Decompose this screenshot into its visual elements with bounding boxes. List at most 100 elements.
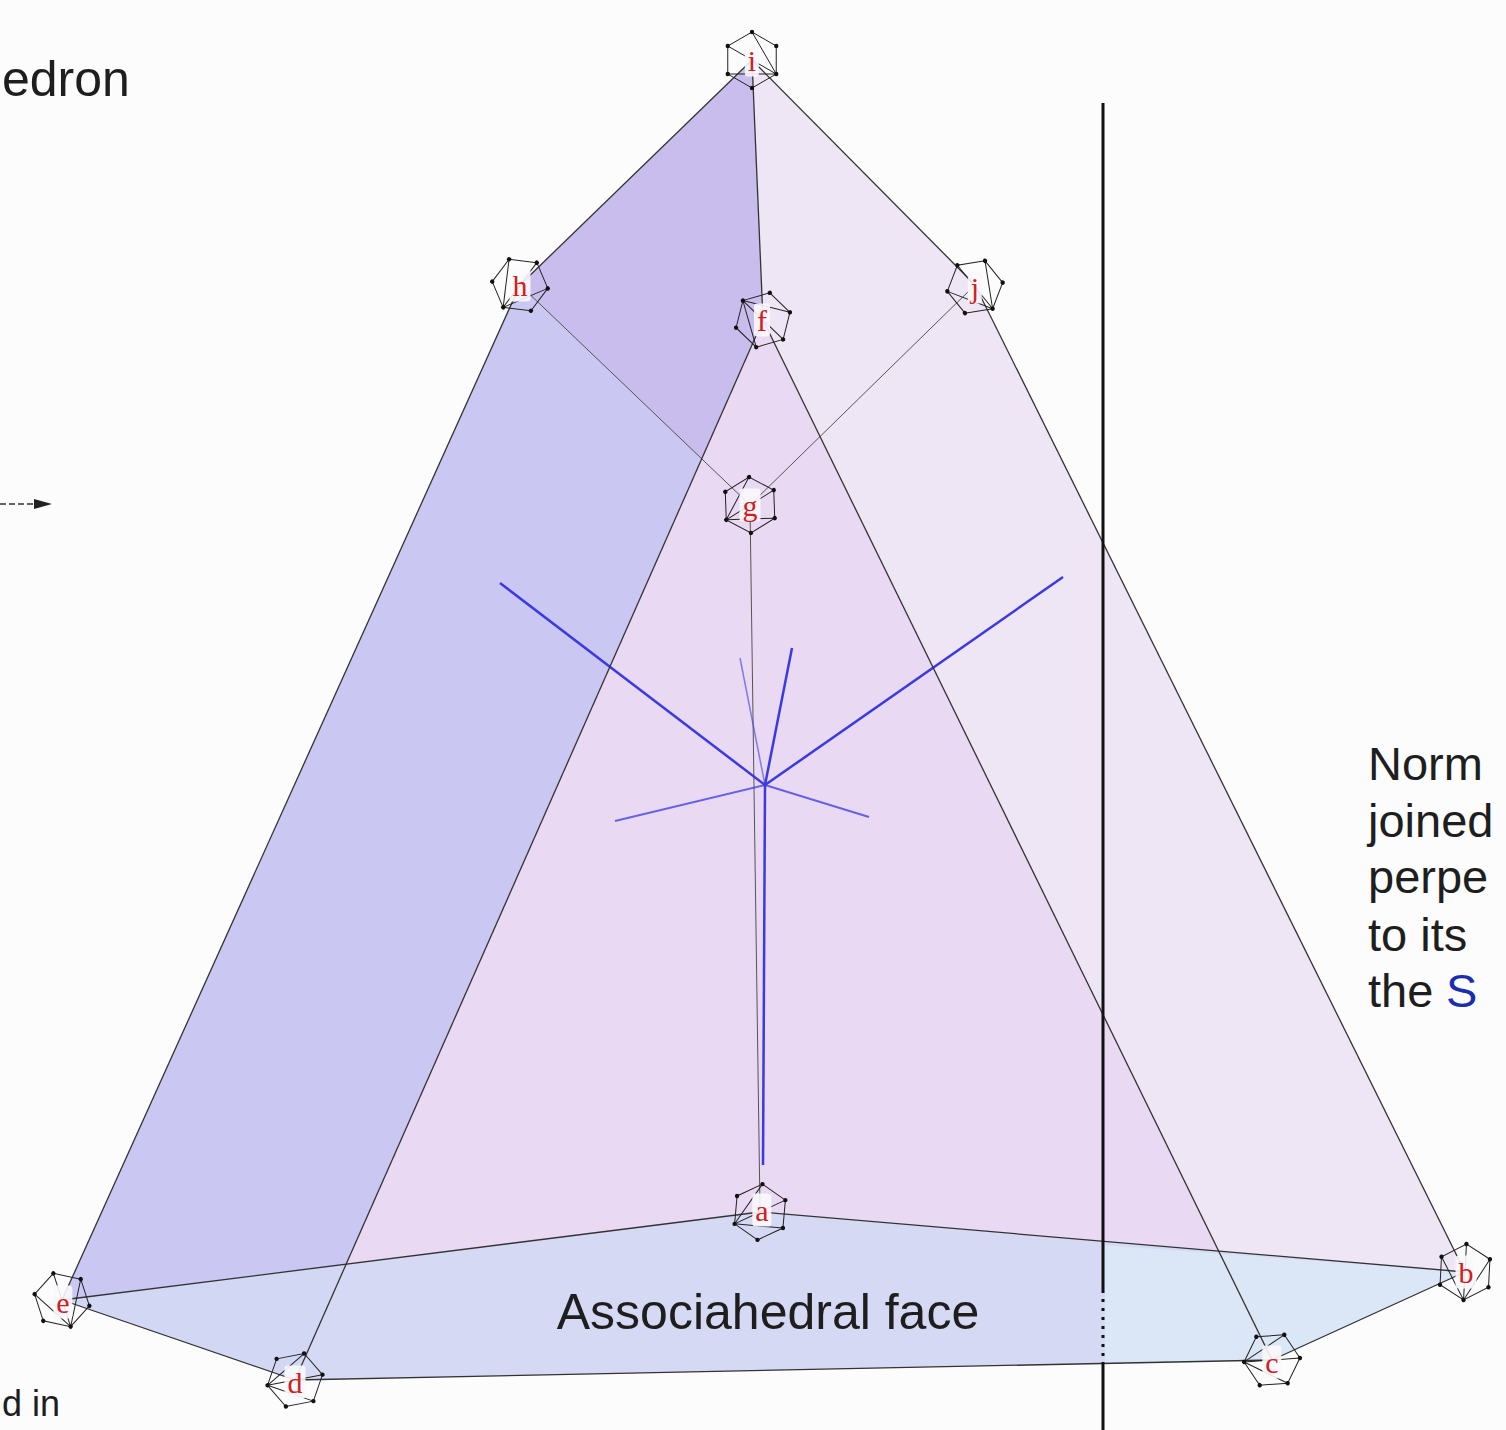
note-line: perpe	[1368, 851, 1488, 903]
polygon-vertex	[32, 1291, 38, 1297]
polygon-outline	[263, 1351, 327, 1409]
vertex-icon	[481, 245, 560, 325]
polygon-outline	[1238, 1324, 1306, 1396]
polygon-vertex	[735, 1194, 740, 1199]
polygon-vertex	[68, 1324, 74, 1330]
polygon-vertex	[774, 44, 778, 48]
face-tint	[1105, 1245, 1465, 1362]
edge-line	[750, 285, 975, 505]
polygon-vertex	[771, 487, 777, 493]
edge-line	[62, 1300, 295, 1380]
polygon-vertex	[1000, 280, 1006, 286]
vertex-label: h	[510, 269, 531, 302]
polygon-vertex	[722, 489, 728, 495]
polygon-vertex	[955, 262, 961, 268]
vertex-label: j	[968, 271, 982, 304]
vertex-label: b	[1456, 1256, 1477, 1289]
vertex-icon	[710, 467, 789, 544]
polygon-vertex	[754, 344, 759, 349]
polygon-vertex	[774, 72, 778, 76]
polygon-vertex	[1253, 1334, 1259, 1340]
polygon-vertex	[506, 256, 512, 262]
polygon-vertex	[732, 1221, 737, 1226]
cut-line-solid	[1102, 1362, 1105, 1430]
note-line: the	[1368, 965, 1433, 1017]
vertex-label: f	[754, 304, 770, 337]
polygon-diagonal	[1244, 1337, 1300, 1383]
polygon-vertex	[787, 310, 792, 315]
polygon-vertex	[748, 530, 754, 536]
polygon-vertex	[990, 306, 996, 312]
polygon-vertex	[750, 86, 754, 90]
normal-ray	[740, 658, 765, 785]
vertex-label: a	[752, 1194, 771, 1227]
polygon-vertex	[1439, 1254, 1445, 1260]
polygon-vertex	[723, 517, 729, 523]
polygon-outline	[942, 252, 1007, 322]
normal-ray	[615, 785, 765, 821]
edge-line	[750, 505, 760, 1210]
polygon-vertex	[274, 1356, 279, 1361]
edge-line	[520, 60, 752, 285]
polygon-vertex	[320, 1372, 325, 1377]
polygon-diagonal	[503, 263, 537, 308]
vertex-label: e	[53, 1286, 72, 1319]
note-line: Norm	[1368, 738, 1483, 790]
polygon-vertex	[265, 1383, 270, 1388]
vertex-icons	[22, 30, 1504, 1412]
polygon-vertex	[534, 260, 540, 266]
polygon-vertex	[740, 298, 745, 303]
polygon-vertex	[783, 1198, 788, 1203]
edge-line	[295, 1360, 1272, 1380]
edge-line	[760, 1212, 1465, 1272]
heading-fragment: edron	[2, 52, 130, 107]
polygon-vertex	[726, 44, 730, 48]
polygon-vertex	[302, 1351, 307, 1356]
normal-ray	[500, 583, 765, 785]
normal-ray	[765, 577, 1063, 785]
polygon-vertex	[1487, 1256, 1493, 1262]
polygon-vertex	[545, 285, 551, 291]
vertex-label: g	[740, 489, 761, 522]
vertex-icon	[1426, 1235, 1504, 1310]
polygon-vertex	[1461, 1297, 1467, 1303]
vertex-icon	[727, 286, 800, 353]
visible-edges	[62, 60, 1465, 1380]
polygon-outline	[25, 1263, 99, 1337]
cut-line-solid	[1102, 103, 1105, 1290]
note-line: joined	[1368, 795, 1493, 847]
cut-line	[1103, 103, 1104, 1430]
polygon-vertex	[78, 1276, 84, 1282]
polygon-vertex	[767, 290, 772, 295]
polygon-vertex	[1297, 1355, 1303, 1361]
polygon-vertex	[86, 1303, 92, 1309]
polygon-vertex	[1486, 1284, 1492, 1290]
polygon-vertex	[1281, 1332, 1287, 1338]
polygon-outline	[733, 1182, 786, 1242]
cut-line-dotted	[1102, 1290, 1105, 1358]
polygon-diagonal	[35, 1273, 90, 1326]
polygon-vertex	[945, 289, 951, 295]
polygon-vertex	[772, 515, 778, 521]
polygon-vertex	[733, 325, 738, 330]
polygon-vertex	[755, 1238, 760, 1243]
faces	[62, 60, 1465, 1380]
arrow-shaft	[0, 503, 34, 505]
polygon-vertex	[1464, 1241, 1470, 1247]
edge-line	[752, 60, 763, 320]
polygon-vertex	[780, 337, 785, 342]
polygon-outline	[729, 289, 796, 351]
edge-line	[1272, 1272, 1465, 1360]
polygon-diagonal	[53, 1279, 99, 1326]
polygon-outline	[713, 470, 786, 541]
polygon-outline	[728, 32, 776, 88]
vertex-icon	[1235, 1321, 1309, 1398]
normal-ray	[765, 785, 869, 817]
edge-line	[62, 285, 520, 1300]
vertex-icon	[731, 1180, 789, 1245]
polygon-diagonal	[743, 293, 783, 347]
vertex-icon	[260, 1348, 329, 1411]
polygon-vertex	[1241, 1359, 1247, 1365]
polygon-outline	[484, 248, 556, 322]
polygon-vertex	[311, 1399, 316, 1404]
